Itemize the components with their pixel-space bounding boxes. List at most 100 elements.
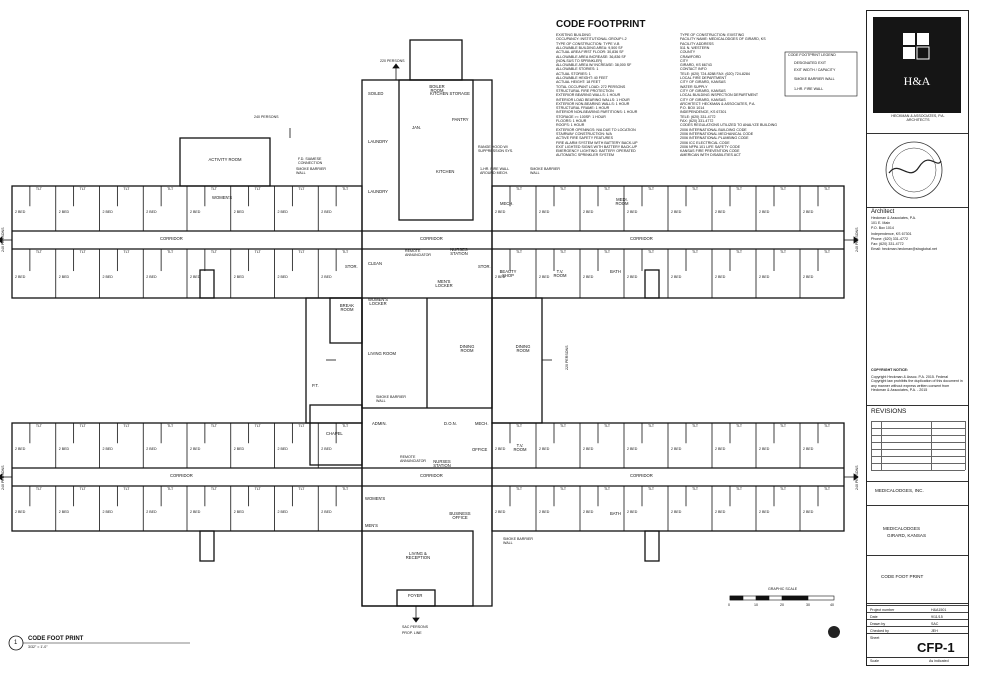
code-line: FACILITY ADDRESS [680,41,714,46]
toilet-label: TLT [692,487,699,491]
code-line: 2006 INTERNATIONAL PLUMBING CODE [680,136,749,141]
legend-title: CODE FOOTPRINT LEGEND [788,53,836,57]
code-line: P.O. BOX 1014 [680,106,705,111]
exit-label-dining: 220 PERSONS [565,345,569,370]
legend-item: 1-HR. FIRE WALL [794,87,824,91]
bedroom-label: 2 BED [277,509,288,514]
toilet-label: TLT [254,250,261,254]
corridor-label: CORRIDOR [420,236,443,241]
code-line: ACTUAL HEIGHT: 18 FEET [556,80,601,85]
room-label-admin: ADMIN. [372,421,387,426]
exit-label-east-2: 240 PERSONS [855,465,859,490]
bedroom-label: 2 BED [671,446,682,451]
room-label-business: BUSINESS OFFICE [449,511,471,521]
room-label-mech-2: MECH. [475,421,489,426]
toilet-label: TLT [824,187,831,191]
firm-logo: H&A [873,17,961,113]
room-label-chapel: CHAPEL [326,431,343,436]
bedroom-label: 2 BED [539,446,550,451]
room-label-womens: WOMEN'S [212,195,233,200]
kitchen-block [398,79,474,221]
toilet-label: TLT [648,424,655,428]
activity-room [179,137,271,187]
bedroom-label: 2 BED [58,209,70,214]
bedroom-label: 2 BED [627,274,638,279]
drawing-scale: 3/32" = 1'-0" [28,645,48,649]
code-line: ACTIVE FIRE SAFETY FEATURES [556,136,613,141]
room-label-kitchen: KITCHEN [436,169,455,174]
toilet-label: TLT [780,487,787,491]
toilet-label: TLT [604,424,611,428]
bedroom-label: 2 BED [15,274,26,279]
code-line: ALLOWABLE HEIGHT: 40 FEET [556,76,608,80]
room-label-mech: MECH. [500,201,514,206]
bedroom-label: 2 BED [583,209,594,214]
room-label-break: BREAK ROOM [339,303,355,313]
bedroom-label: 2 BED [321,209,332,214]
room-label-foyer: FOYER [408,593,423,598]
code-line: STAIRWAY CONSTRUCTION: N/A [556,131,612,136]
exit-label-north: 220 PERSONS [380,59,405,63]
toilet-label: TLT [692,424,699,428]
room-label-boiler: BOILER ROOM [429,84,445,94]
bedroom-label: 2 BED [102,274,113,279]
toilet-label: TLT [210,487,217,491]
toilet-label: TLT [604,487,611,491]
room-label-womens-2: WOMEN'S [365,496,386,501]
sheet-number: CFP-1 [917,640,955,655]
toilet-label: TLT [560,424,567,428]
bedroom-label: 2 BED [671,509,682,514]
bedroom-label: 2 BED [102,209,113,214]
toilet-label: TLT [167,424,174,428]
code-line: 2006 INTERNATIONAL MECHANICAL CODE [680,131,754,136]
toilet-label: TLT [167,187,174,191]
bedroom-label: 2 BED [321,509,332,514]
bedroom-label: 2 BED [715,209,726,214]
toilet-label: TLT [560,487,567,491]
room-label-janitor: JAN. [412,125,422,130]
bedroom-label: 2 BED [627,509,638,514]
code-line: INTERIOR LOAD BEARING WALLS: 1 HOUR [556,97,630,102]
corridor-label: CORRIDOR [160,236,183,241]
code-line: TOTAL OCCUPANT LOAD: 272 PERSONS [556,84,626,89]
toilet-label: TLT [516,250,523,254]
east-mid-block [491,297,543,424]
note-remote-2: REMOTE ANNUNCIATOR [400,455,427,463]
code-line: CITY OF GIRARD, KANSAS [680,80,726,85]
graphic-scale [729,595,835,601]
toilet-label: TLT [692,250,699,254]
code-line: 511 N. WESTERN [680,45,710,50]
toilet-label: TLT [298,487,305,491]
bedroom-label: 2 BED [58,274,70,279]
code-line: P.O. Box 1014 [871,226,894,231]
room-label-beauty: BEAUTY SHOP [499,269,517,279]
bedroom-label: 2 BED [15,446,26,451]
graphic-scale-tick: 20 [780,603,784,607]
code-line: EXTERIOR BEARING WALLS: 1 HOUR [556,93,621,98]
toilet-label: TLT [516,187,523,191]
room-label-tv-2: T.V. ROOM [553,269,567,279]
corridor-label: CORRIDOR [420,473,443,478]
room-label-kitchen-storage: KITCHEN STORAGE [430,91,470,96]
bedroom-label: 2 BED [715,274,726,279]
code-line: ALLOWABLE AREA W/ INCREASE: 38,000 SF [556,63,632,68]
code-line: INTERIOR NON-BEARING PARTITIONS: 1 HOUR [556,110,638,115]
exit-label-west-2: 240 PERSONS [1,465,5,490]
toilet-label: TLT [780,250,787,254]
graphic-scale-tick: 30 [806,603,810,607]
bedroom-label: 2 BED [759,509,770,514]
toilet-label: TLT [780,187,787,191]
architect-seal [885,141,943,199]
toilet-label: TLT [79,187,86,191]
legend-item: DESIGNATED EXIT [794,61,827,65]
code-line: ACTUAL AREA FIRST FLOOR: 30,836 SF [556,50,624,55]
code-line: LOCAL FIRE DEPARTMENT [680,76,727,80]
toilet-label: TLT [342,187,349,191]
room-label-mens: MEN'S [365,523,378,528]
bedroom-label: 2 BED [146,274,157,279]
bedroom-label: 2 BED [321,274,332,279]
toilet-label: TLT [210,424,217,428]
code-line: ARCHITECT: HECKMAN & ASSOCIATES, P.A. [680,101,756,106]
